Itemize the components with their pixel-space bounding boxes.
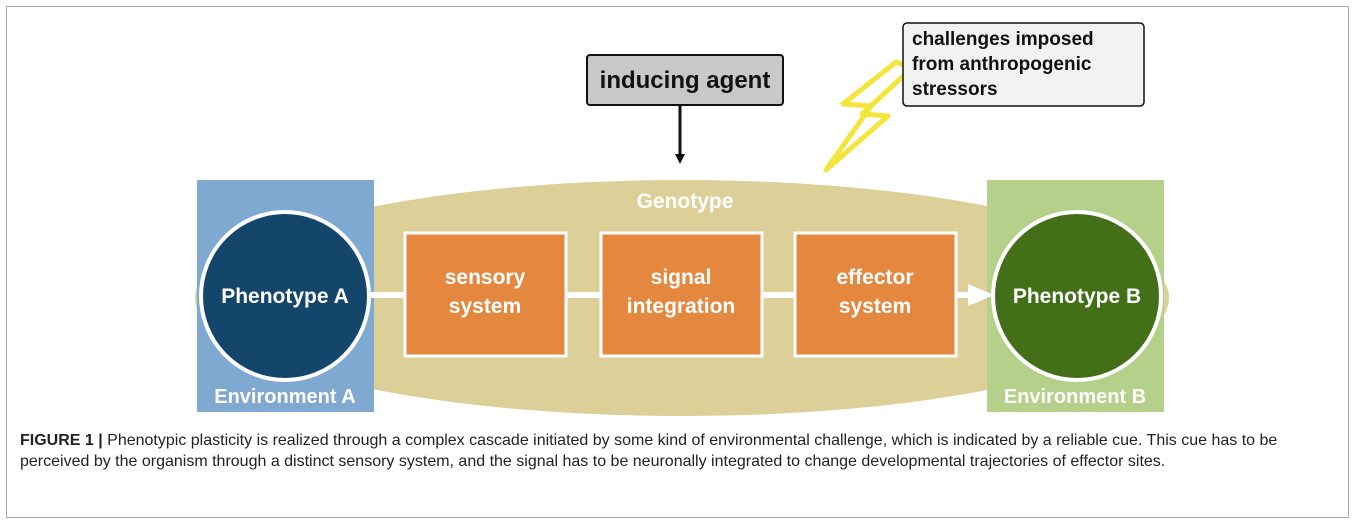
lightning-icon — [823, 59, 915, 173]
step-box-signal — [599, 231, 764, 358]
phenotype-b-circle — [991, 210, 1163, 382]
step-signal-line2: integration — [627, 295, 736, 318]
phenotypic-plasticity-diagram: inducing agent challenges imposed from a… — [195, 22, 1169, 416]
step-signal-line1: signal — [651, 266, 712, 289]
figure-caption: FIGURE 1 | Phenotypic plasticity is real… — [20, 430, 1340, 472]
step-box-effector — [793, 231, 958, 358]
caption-text: Phenotypic plasticity is realized throug… — [20, 432, 1278, 470]
step-sensory-line2: system — [449, 295, 521, 318]
phenotype-a-label: Phenotype A — [221, 285, 349, 308]
inducing-agent-label: inducing agent — [600, 67, 771, 94]
inducing-agent-box — [586, 54, 784, 106]
step-box-sensory — [403, 231, 568, 358]
stressors-label-line3: stressors — [912, 79, 998, 100]
step-sensory-line1: sensory — [445, 266, 526, 289]
stressors-box — [902, 22, 1145, 107]
stressors-label-line1: challenges imposed — [912, 29, 1094, 50]
step-effector-line1: effector — [836, 266, 913, 289]
caption-label: FIGURE 1 | — [20, 432, 103, 449]
genotype-label: Genotype — [637, 190, 734, 213]
environment-a-label: Environment A — [214, 386, 356, 408]
phenotype-b-label: Phenotype B — [1013, 285, 1141, 308]
arrow-to-phenotype-b — [968, 284, 994, 306]
stressors-label-line2: from anthropogenic — [912, 54, 1092, 75]
figure-frame — [6, 6, 1349, 518]
step-effector-line2: system — [839, 295, 911, 318]
phenotype-a-circle — [199, 210, 371, 382]
environment-b-label: Environment B — [1004, 386, 1146, 408]
